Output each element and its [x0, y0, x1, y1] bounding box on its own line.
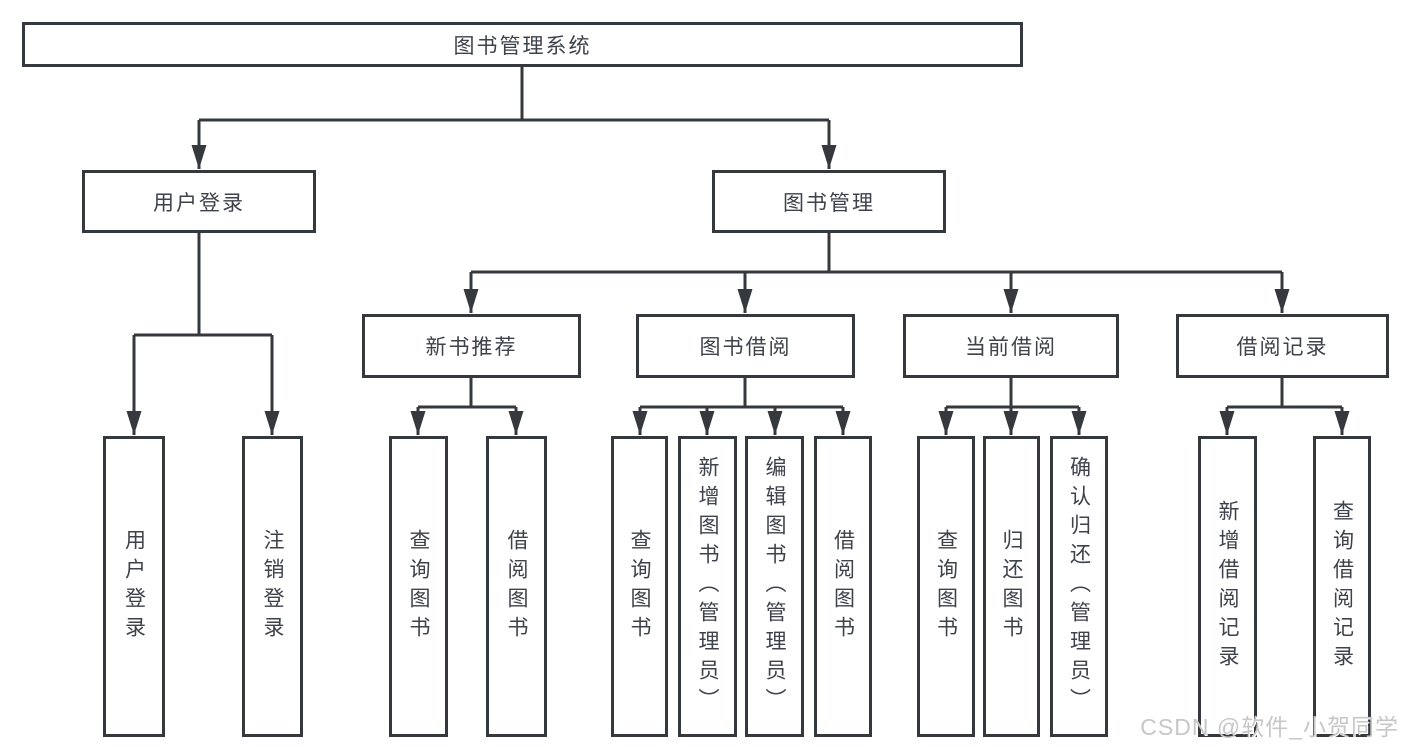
node-new-book-recommend: 新书推荐: [362, 314, 581, 378]
node-leaf-confirm-return-admin: 确认归还（管理员）: [1050, 436, 1108, 737]
watermark: CSDN @软件_小贺同学: [1140, 714, 1399, 740]
connector-book-borrow: [640, 378, 843, 409]
node-leaf-query-books-2: 查询图书: [611, 436, 668, 737]
connector-book-management: [471, 233, 1282, 274]
node-leaf-add-borrow-record: 新增借阅记录: [1198, 436, 1257, 737]
connector-root-to-level2: [199, 67, 829, 122]
connector-user-login: [134, 233, 272, 337]
node-borrow-records: 借阅记录: [1176, 314, 1389, 378]
node-leaf-add-book-admin: 新增图书（管理员）: [678, 436, 737, 737]
node-leaf-query-borrow-record: 查询借阅记录: [1313, 436, 1371, 737]
node-root: 图书管理系统: [22, 22, 1023, 67]
node-book-borrow: 图书借阅: [636, 314, 855, 378]
node-leaf-query-books-1: 查询图书: [389, 436, 448, 737]
node-leaf-borrow-books-2: 借阅图书: [814, 436, 872, 737]
node-leaf-borrow-books-1: 借阅图书: [486, 436, 547, 737]
node-leaf-return-book: 归还图书: [983, 436, 1040, 737]
node-leaf-logout: 注销登录: [242, 436, 303, 737]
node-leaf-query-books-3: 查询图书: [917, 436, 975, 737]
connector-new-book-recommend: [418, 378, 516, 409]
connector-current-borrow: [946, 378, 1079, 409]
node-current-borrow: 当前借阅: [903, 314, 1119, 378]
node-leaf-user-login: 用户登录: [103, 436, 165, 737]
node-user-login: 用户登录: [82, 170, 316, 233]
connector-borrow-records: [1227, 378, 1342, 409]
node-leaf-edit-book-admin: 编辑图书（管理员）: [745, 436, 804, 737]
node-book-management: 图书管理: [712, 170, 946, 233]
